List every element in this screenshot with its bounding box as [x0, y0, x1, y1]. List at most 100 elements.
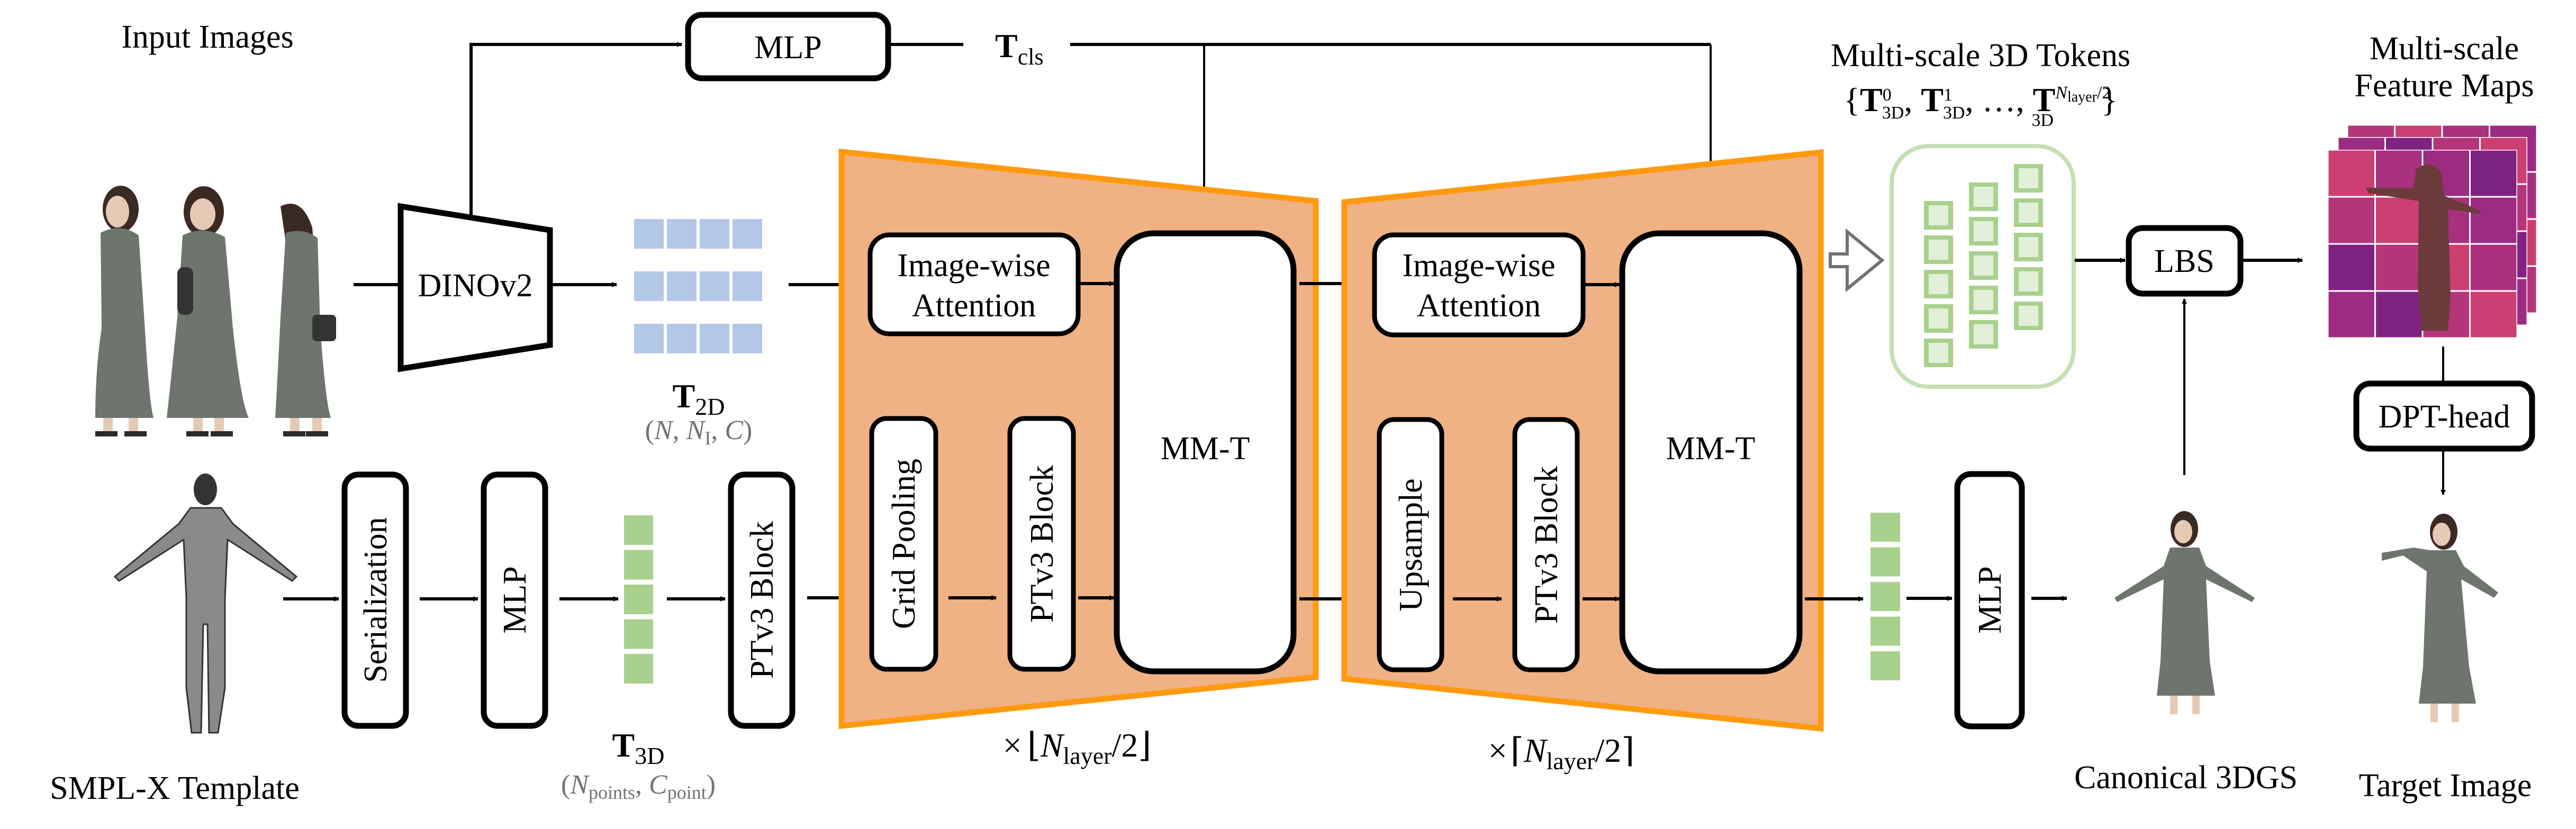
decoder-mmt-box [1619, 230, 1803, 675]
feature-map-cell [2328, 244, 2374, 290]
encoder-ptv3-box [1007, 416, 1076, 672]
output-token [1870, 651, 1900, 680]
serialization-box [341, 471, 409, 729]
input-image-person-3 [275, 204, 336, 436]
encoder-attention-label-2: Attention [912, 288, 1036, 324]
t3d-token [624, 550, 653, 580]
mlp-top-label: MLP [754, 30, 821, 66]
decoder-ptv3-box [1512, 417, 1580, 672]
feature-map-cell [2328, 291, 2374, 338]
feature-map-cell [2376, 197, 2422, 243]
serialization-label: Serialization [358, 517, 394, 682]
output-token [1870, 582, 1900, 611]
grid-pooling-box [869, 416, 938, 672]
t-3d-shape: (Npoints, Cpoint) [561, 770, 716, 803]
encoder-mmt-label: MM-T [1161, 431, 1250, 467]
t2d-token [700, 324, 729, 353]
feature-maps-label-1: Multi-scale [2370, 31, 2519, 67]
t2d-token [700, 219, 729, 249]
t2d-token [634, 271, 664, 301]
feature-map-stack [2328, 125, 2537, 338]
lbs-block: LBS [2126, 225, 2244, 297]
feature-map-cell [2376, 291, 2422, 338]
multiscale-token-inner [1929, 205, 1948, 225]
canonical-3dgs-render [2114, 511, 2255, 714]
target-image-render [2382, 514, 2498, 722]
t2d-token [634, 324, 664, 353]
dpt-head-block: DPT-head [2353, 380, 2535, 452]
encoder-mmt-box [1114, 230, 1297, 675]
mlp-out-box [1954, 471, 2025, 730]
multiscale-token-inner [1929, 343, 1948, 363]
ptv3-block-pre: PTv3 Block [728, 471, 796, 729]
multiscale-tokens-title: Multi-scale 3D Tokens [1831, 38, 2130, 74]
t2d-token [700, 271, 729, 301]
feature-map-cell [2471, 244, 2517, 290]
t3d-token [624, 515, 653, 545]
encoder-stage: Image-wise Attention Grid Pooling PTv3 B… [838, 148, 1319, 730]
feature-map-figure-overlay [2366, 165, 2482, 331]
ptv3-pre-box [728, 471, 796, 729]
smplx-template-label: SMPL-X Template [50, 770, 300, 806]
multiscale-token-inner [2019, 168, 2038, 188]
input-image-person-1 [95, 186, 153, 436]
smplx-template-mesh [113, 473, 298, 734]
output-token [1870, 547, 1900, 577]
mlp-top-block: MLP [685, 12, 891, 81]
t-2d-shape: (N, NI, C) [645, 415, 753, 449]
decoder-attention-label-1: Image-wise [1402, 248, 1555, 284]
multiscale-token-inner [2019, 237, 2038, 257]
t2d-token [667, 324, 697, 353]
output-token-column [1870, 513, 1900, 680]
multiscale-token-inner [1974, 221, 1993, 241]
feature-map-cell [2376, 244, 2422, 290]
encoder-ptv3-label: PTv3 Block [1024, 465, 1060, 623]
multiscale-token-inner [1929, 240, 1948, 260]
t3d-token [624, 654, 653, 684]
input-images-label: Input Images [121, 19, 293, 55]
multiscale-token-inner [1974, 324, 1993, 344]
input-image-person-2 [167, 186, 249, 436]
feature-map-cell [2328, 197, 2374, 243]
decoder-mmt-label: MM-T [1666, 431, 1756, 467]
feature-map-cell [2471, 197, 2517, 243]
t2d-token [733, 271, 762, 301]
decoder-attention-label-2: Attention [1417, 288, 1541, 324]
decoder-ptv3-label: PTv3 Block [1529, 466, 1565, 624]
hollow-arrow-icon [1829, 228, 1885, 293]
multiscale-token-inner [2019, 203, 2038, 223]
t2d-token [634, 219, 664, 249]
t-cls-symbol: Tcls [995, 27, 1044, 70]
mlp-top-box [685, 12, 891, 81]
t3d-token [624, 585, 653, 614]
output-token [1870, 513, 1900, 542]
dinov2-trapezoid [397, 203, 553, 372]
t-2d-symbol: T2D [673, 377, 725, 420]
t3d-token-column [624, 515, 653, 684]
grid-pooling-label: Grid Pooling [886, 459, 922, 629]
target-image-label: Target Image [2359, 768, 2532, 804]
encoder-attention-label-1: Image-wise [897, 248, 1050, 284]
t2d-token [733, 324, 762, 353]
t2d-token [667, 271, 697, 301]
t2d-token [667, 219, 697, 249]
multiscale-token-inner [1974, 187, 1993, 207]
feature-map-cell [2471, 150, 2517, 196]
output-token [1870, 616, 1900, 646]
t3d-token [624, 619, 653, 649]
decoder-attention-box [1372, 232, 1586, 338]
multiscale-token-inner [1929, 308, 1948, 329]
input-images [95, 186, 336, 436]
t2d-token-grid [634, 219, 762, 353]
multiscale-token-inner [1929, 274, 1948, 294]
mlp-bottom-label: MLP [497, 566, 533, 633]
multiscale-token-inner [1974, 290, 1993, 310]
dinov2-encoder: DINOv2 [397, 203, 553, 372]
ptv3-pre-label: PTv3 Block [744, 521, 780, 679]
multiscale-token-inner [2019, 271, 2038, 291]
canonical-3dgs-label: Canonical 3DGS [2074, 760, 2298, 796]
multiscale-token-inner [2019, 306, 2038, 326]
serialization-block: Serialization [341, 471, 409, 729]
